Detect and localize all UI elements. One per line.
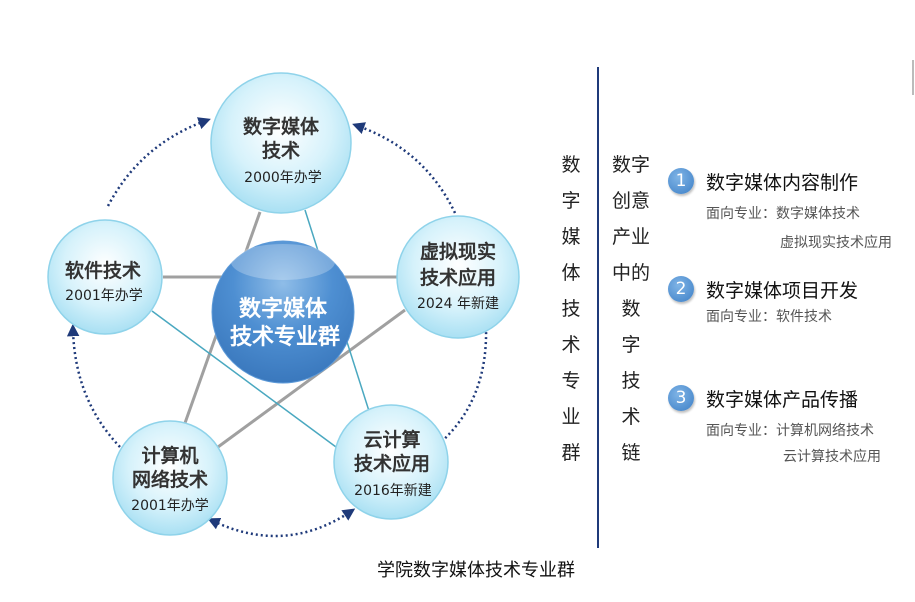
vertical-char: 媒 xyxy=(561,226,581,248)
vertical-char: 链 xyxy=(621,442,641,464)
node-year: 2001年办学 xyxy=(131,498,209,514)
node-year: 2024 年新建 xyxy=(417,296,499,312)
node-title: 技术应用 xyxy=(420,266,496,289)
node-vr: 虚拟现实 技术应用 2024 年新建 xyxy=(396,215,520,339)
center-title: 数字媒体 xyxy=(239,296,328,322)
node-digital-media: 数字媒体 技术 2000年办学 xyxy=(210,72,352,214)
vertical-char: 群 xyxy=(561,442,581,464)
vertical-title-2: 数字创意产业中的数字技术链 xyxy=(608,147,654,471)
cycle-arrow xyxy=(66,323,121,448)
cycle-arrow xyxy=(106,117,211,207)
vertical-char: 字 xyxy=(561,190,581,212)
node-cloud: 云计算 技术应用 2016年新建 xyxy=(333,404,449,520)
node-year: 2000年办学 xyxy=(244,170,322,186)
vertical-char: 数 xyxy=(561,154,581,176)
vertical-char: 技 xyxy=(621,370,641,392)
node-title: 数字媒体 xyxy=(243,115,320,138)
node-title: 技术 xyxy=(262,139,300,162)
vertical-char: 专 xyxy=(561,370,581,392)
node-network: 计算机 网络技术 2001年办学 xyxy=(112,420,228,536)
vertical-char: 中的 xyxy=(611,262,650,284)
vertical-title-1: 数字媒体技术专业群 xyxy=(556,147,586,471)
cycle-arrow xyxy=(439,326,488,444)
node-title: 虚拟现实 xyxy=(420,240,496,263)
number-badge: 1 xyxy=(668,168,694,194)
node-year: 2016年新建 xyxy=(354,483,432,499)
item-sub: 面向专业：软件技术 xyxy=(706,309,832,325)
number-badge: 3 xyxy=(668,385,694,411)
item-title: 数字媒体项目开发 xyxy=(706,280,859,302)
vertical-char: 术 xyxy=(621,406,641,428)
node-title: 软件技术 xyxy=(65,259,141,282)
node-title: 云计算 xyxy=(363,428,420,451)
node-title: 计算机 xyxy=(141,444,198,467)
link-line xyxy=(151,310,337,448)
vertical-char: 数字 xyxy=(611,154,650,176)
item-title: 数字媒体产品传播 xyxy=(706,389,859,411)
cycle-arrow xyxy=(352,122,457,214)
vertical-char: 技 xyxy=(561,298,581,320)
node-title: 技术应用 xyxy=(354,452,430,475)
number-badge: 2 xyxy=(668,276,694,302)
vertical-char: 体 xyxy=(561,262,581,284)
item-sub: 云计算技术应用 xyxy=(783,449,881,465)
vertical-char: 字 xyxy=(621,334,641,356)
node-software: 软件技术 2001年办学 xyxy=(47,219,163,335)
caption: 学院数字媒体技术专业群 xyxy=(377,560,575,581)
item-sub: 面向专业：计算机网络技术 xyxy=(706,423,874,439)
vertical-char: 数 xyxy=(621,298,641,320)
node-title: 网络技术 xyxy=(132,468,208,491)
node-year: 2001年办学 xyxy=(65,288,143,304)
item-title: 数字媒体内容制作 xyxy=(706,172,859,194)
vertical-char: 业 xyxy=(561,406,581,428)
cycle-arrow xyxy=(207,508,356,538)
vertical-char: 创意 xyxy=(611,190,650,212)
item-sub: 面向专业：数字媒体技术 xyxy=(706,206,860,222)
vertical-char: 术 xyxy=(561,334,581,356)
center-node: 数字媒体 技术专业群 xyxy=(211,240,355,384)
center-title: 技术专业群 xyxy=(230,324,340,350)
item-sub: 虚拟现实技术应用 xyxy=(780,235,892,251)
vertical-char: 产业 xyxy=(611,226,650,248)
link-line xyxy=(217,308,406,449)
